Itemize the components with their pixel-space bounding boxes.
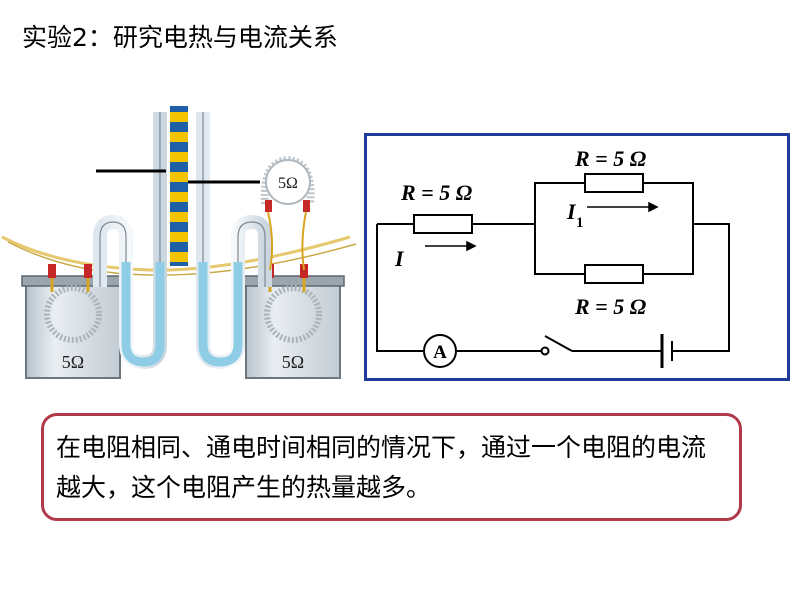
parallel-bottom-resistor-label: R = 5 Ω	[574, 294, 647, 319]
series-resistor-label: R = 5 Ω	[400, 180, 473, 205]
external-resistor: 5Ω	[260, 155, 315, 271]
branch-current-label: I	[566, 199, 577, 224]
page-title: 实验2：研究电热与电流关系	[22, 23, 338, 52]
left-jar-resistor-label: 5Ω	[62, 352, 84, 372]
left-jar: 5Ω	[21, 264, 125, 379]
circuit-schematic: A R = 5 Ω R = 5 Ω R = 5 Ω I I 1	[376, 146, 730, 368]
conclusion-box: 在电阻相同、通电时间相同的情况下，通过一个电阻的电流越大，这个电阻产生的热量越多…	[41, 413, 742, 521]
branch-current-subscript: 1	[576, 215, 584, 231]
circuit-diagram: A R = 5 Ω R = 5 Ω R = 5 Ω I I 1	[364, 133, 790, 381]
scale-strip	[170, 106, 188, 266]
parallel-top-resistor-label: R = 5 Ω	[574, 146, 647, 171]
external-resistor-label: 5Ω	[278, 175, 298, 192]
u-tubes	[93, 112, 272, 370]
experiment-apparatus: 5Ω 5Ω	[1, 106, 357, 379]
main-current-label: I	[394, 246, 405, 271]
ammeter-label: A	[433, 342, 447, 363]
conclusion-text: 在电阻相同、通电时间相同的情况下，通过一个电阻的电流越大，这个电阻产生的热量越多…	[56, 433, 707, 502]
right-jar: 5Ω	[241, 264, 345, 379]
right-jar-resistor-label: 5Ω	[282, 352, 304, 372]
